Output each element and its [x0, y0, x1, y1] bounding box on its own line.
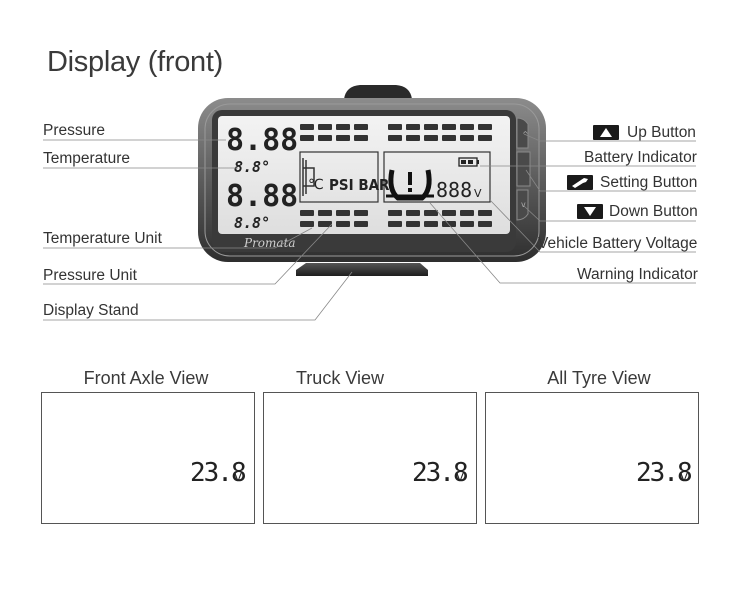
down-button[interactable]: [516, 189, 529, 221]
lcd-voltage: 888: [436, 178, 472, 202]
page-title: Display (front): [47, 46, 223, 78]
lcd-segment: [300, 221, 314, 227]
lcd-segment: [336, 135, 350, 141]
lcd-segment: [388, 135, 402, 141]
lcd-pressure-bottom: 8.88: [226, 179, 298, 214]
lcd-segment: [336, 124, 350, 130]
mount-clip: [344, 85, 412, 99]
lcd-segment: [388, 221, 402, 227]
lcd-segment: [460, 124, 474, 130]
lcd-segment: [354, 210, 368, 216]
lcd-segment: [336, 210, 350, 216]
lcd-segment: [300, 210, 314, 216]
lcd-segment: [478, 124, 492, 130]
lcd-segment: [300, 135, 314, 141]
leader-lines: [43, 133, 696, 321]
lcd-segment: [424, 210, 438, 216]
truck-voltage: 23.8: [412, 458, 469, 488]
lcd-voltage-unit: V: [474, 187, 482, 200]
lcd-segment: [406, 210, 420, 216]
front-axle-voltage: 23.8: [190, 458, 247, 488]
lcd-unit-text: PSI BAR: [329, 176, 390, 194]
lcd-temp-bottom: 8.8°: [234, 214, 270, 232]
front-axle-view-panel: [41, 392, 255, 524]
label-temperature: Temperature: [43, 150, 131, 167]
lcd-segment: [460, 135, 474, 141]
label-vehicle-battery-voltage: Vehicle Battery Voltage: [538, 235, 698, 252]
lcd-segment: [354, 221, 368, 227]
label-display-stand: Display Stand: [43, 302, 139, 319]
label-warning-indicator: Warning Indicator: [577, 266, 698, 283]
lcd-segment: [406, 135, 420, 141]
up-button[interactable]: [516, 117, 529, 149]
lcd-segment: [354, 135, 368, 141]
lcd-segment: [442, 135, 456, 141]
lcd-segment: [442, 210, 456, 216]
battery-icon: [458, 157, 479, 167]
label-temperature-unit: Temperature Unit: [43, 230, 162, 247]
lcd-segment: [318, 221, 332, 227]
truck-voltage-unit: V: [456, 470, 465, 484]
view-title-truck: Truck View: [295, 368, 385, 388]
lcd-segment: [406, 124, 420, 130]
lcd-segment: [478, 135, 492, 141]
lcd-segment: [424, 135, 438, 141]
tyre-warning-icon: [386, 169, 434, 201]
lcd-segment: [300, 124, 314, 130]
lcd-temp-top: 8.8°: [234, 158, 270, 176]
view-title-front-axle: Front Axle View: [83, 368, 209, 388]
lcd-pressure-top: 8.88: [226, 123, 298, 158]
lcd-segment: [442, 124, 456, 130]
lcd-segment: [388, 210, 402, 216]
unit-box: [299, 151, 379, 203]
lcd-segment: [318, 124, 332, 130]
label-battery-indicator: Battery Indicator: [584, 149, 697, 166]
all-tyre-voltage: 23.8: [636, 458, 693, 488]
lcd-segment: [318, 135, 332, 141]
lcd-segment: [460, 210, 474, 216]
label-pressure-unit: Pressure Unit: [43, 267, 137, 284]
label-pressure: Pressure: [43, 122, 106, 139]
display-stand: [296, 263, 428, 276]
lcd-segment: [318, 210, 332, 216]
view-title-all-tyre: All Tyre View: [547, 368, 651, 388]
down-arrow-icon: [577, 204, 603, 219]
status-box: [383, 151, 491, 203]
label-down-button: Down Button: [609, 203, 698, 220]
lcd-segment: [336, 221, 350, 227]
lcd-segment: [442, 221, 456, 227]
temp-unit-glyph: ℃: [308, 177, 324, 193]
setting-button[interactable]: [516, 151, 531, 187]
lcd-segment: [406, 221, 420, 227]
lcd-segment: [478, 221, 492, 227]
brand-logo: Promata: [243, 236, 296, 250]
lcd-segment: [478, 210, 492, 216]
label-setting-button: Setting Button: [600, 174, 698, 191]
up-arrow-icon: [593, 125, 619, 140]
wrench-icon: [567, 175, 593, 190]
all-tyre-view-panel: [485, 392, 699, 524]
front-axle-voltage-unit: V: [234, 470, 243, 484]
truck-view-panel: [263, 392, 477, 524]
lcd-segment: [424, 124, 438, 130]
lcd-segment: [424, 221, 438, 227]
svg-text:v: v: [521, 200, 526, 209]
all-tyre-voltage-unit: V: [680, 470, 689, 484]
lcd-segment: [460, 221, 474, 227]
label-up-button: Up Button: [627, 124, 696, 141]
lcd-segment: [354, 124, 368, 130]
lcd-screen: [218, 116, 510, 234]
lcd-segment: [388, 124, 402, 130]
